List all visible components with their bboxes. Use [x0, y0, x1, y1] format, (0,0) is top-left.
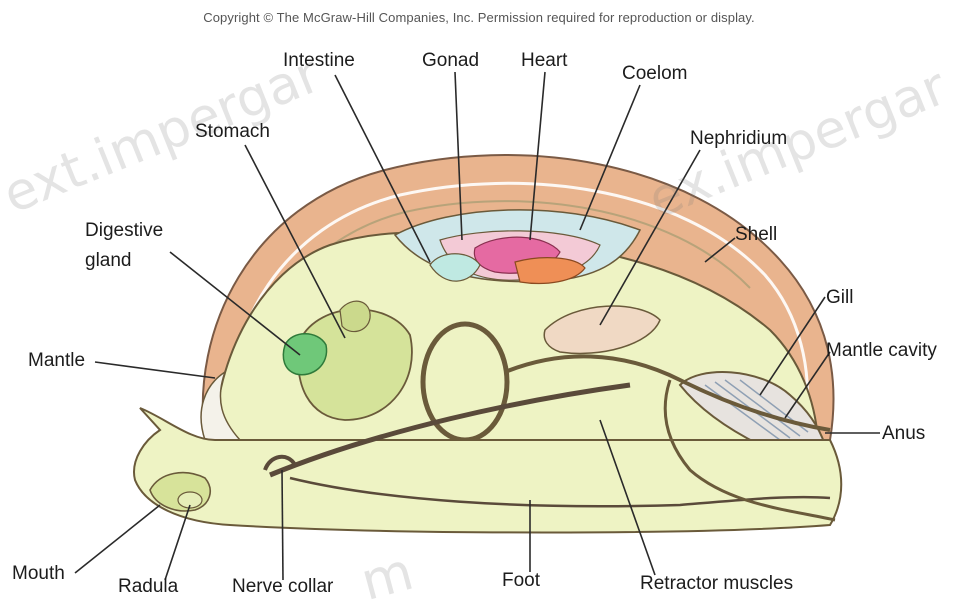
- label-radula: Radula: [118, 576, 178, 598]
- label-digestive-gland-1: Digestive: [85, 220, 163, 242]
- label-mantle: Mantle: [28, 350, 85, 372]
- stomach-knob: [340, 301, 370, 331]
- label-gill: Gill: [826, 287, 853, 309]
- label-intestine: Intestine: [283, 50, 355, 72]
- label-mouth: Mouth: [12, 563, 65, 585]
- label-nephridium: Nephridium: [690, 128, 787, 150]
- label-mantle-cavity: Mantle cavity: [826, 340, 937, 362]
- label-foot: Foot: [502, 570, 540, 592]
- label-shell: Shell: [735, 224, 777, 246]
- label-heart: Heart: [521, 50, 567, 72]
- copyright-notice: Copyright © The McGraw-Hill Companies, I…: [0, 10, 958, 25]
- label-stomach: Stomach: [195, 121, 270, 143]
- label-retractor-muscles: Retractor muscles: [640, 573, 793, 595]
- label-digestive-gland-2: gland: [85, 250, 132, 272]
- label-nerve-collar: Nerve collar: [232, 576, 333, 598]
- label-coelom: Coelom: [622, 63, 687, 85]
- label-gonad: Gonad: [422, 50, 479, 72]
- label-anus: Anus: [882, 423, 925, 445]
